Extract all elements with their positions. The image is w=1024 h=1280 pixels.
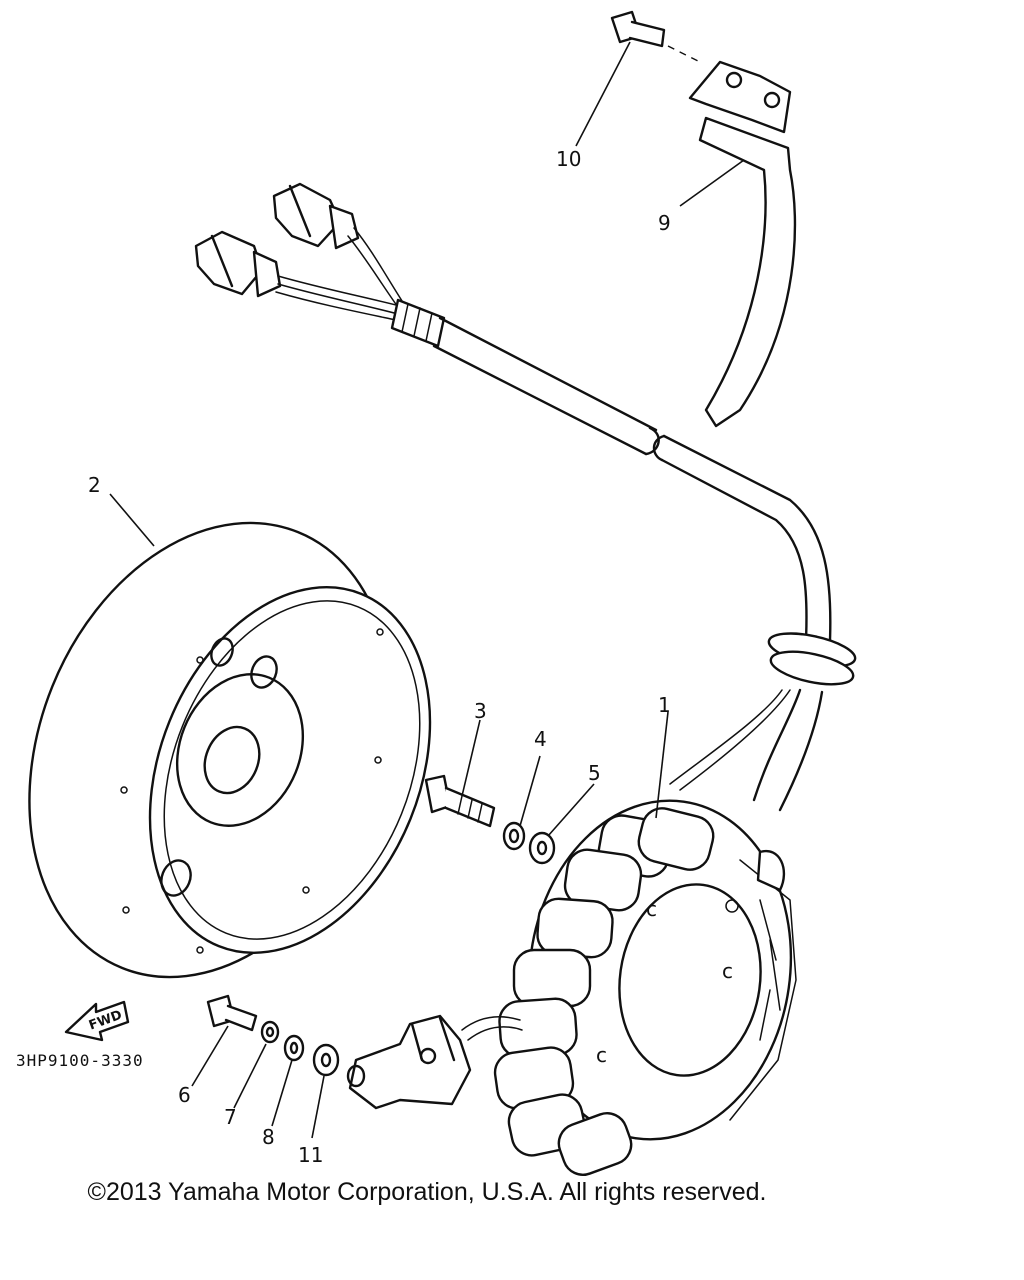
part-label-3: 3 — [474, 699, 487, 723]
pickup-coil — [346, 1014, 523, 1110]
part-label-10: 10 — [556, 147, 581, 171]
part-label-1: 1 — [658, 693, 671, 717]
svg-text:c: c — [646, 897, 657, 921]
part-label-6: 6 — [178, 1083, 191, 1107]
part-label-9: 9 — [658, 211, 671, 235]
part-1-stator: c c c — [493, 799, 797, 1176]
part-label-11: 11 — [298, 1143, 323, 1167]
part-10-bolt — [610, 10, 701, 63]
diagram-code: 3HP9100-3330 — [16, 1051, 144, 1070]
part-label-2: 2 — [88, 473, 101, 497]
part-label-5: 5 — [588, 761, 601, 785]
part-label-8: 8 — [262, 1125, 275, 1149]
part-7-8-11-washers — [260, 1020, 340, 1077]
part-label-4: 4 — [534, 727, 547, 751]
leader-lines — [109, 41, 745, 1139]
wire-harness — [194, 182, 857, 812]
part-4-5-washers — [502, 821, 556, 865]
part-2-rotor — [28, 521, 432, 979]
part-6-bolt — [206, 994, 258, 1032]
part-3-bolt — [424, 774, 496, 828]
copyright-notice: ©2013 Yamaha Motor Corporation, U.S.A. A… — [87, 1178, 767, 1206]
fwd-arrow-icon: FWD — [64, 1000, 130, 1042]
svg-text:c: c — [722, 959, 733, 983]
part-label-7: 7 — [224, 1105, 237, 1129]
part-9-bracket — [688, 60, 797, 428]
svg-text:c: c — [596, 1043, 607, 1067]
